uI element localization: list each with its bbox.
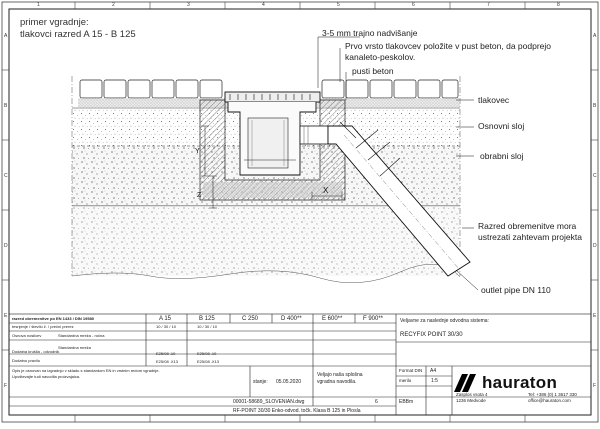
system-label: Veljavne za naslednje odvodna sistema: bbox=[400, 318, 489, 324]
lean-concrete bbox=[199, 99, 346, 201]
load-class-f900: F 900** bbox=[363, 316, 384, 322]
instruction-line-2: kanaleto-peskolov. bbox=[345, 52, 416, 62]
frame-col-5: 5 bbox=[337, 2, 340, 8]
frame-row-a-right: A bbox=[593, 33, 597, 39]
file-name: 00001-58689_SLOVENIAN.dwg bbox=[233, 399, 305, 405]
status-date: 05.05.2020 bbox=[276, 379, 302, 385]
advice-line-2: vgradna navodila. bbox=[317, 379, 357, 385]
row5-value-b125: E25/08 .X13 bbox=[197, 359, 220, 364]
class-line-1: Razred obremenitve mora bbox=[478, 221, 577, 231]
header-line-2: tlakovci razred A 15 - B 125 bbox=[20, 29, 136, 40]
row2-value-b125: 10 / 30 / 10 bbox=[197, 324, 218, 329]
load-class-c250: C 250 bbox=[242, 316, 259, 322]
frame-col-2: 2 bbox=[112, 2, 115, 8]
row5-value-a15: E25/08 .X13 bbox=[156, 359, 179, 364]
frame-ticks bbox=[2, 2, 598, 422]
format-value: A4 bbox=[430, 368, 437, 374]
frame-row-c-right: C bbox=[593, 173, 597, 179]
class-line-2: ustrezati zahtevam projekta bbox=[478, 232, 582, 242]
frame-row-e: E bbox=[4, 313, 8, 319]
frame-row-b-right: B bbox=[593, 103, 597, 109]
wear-layer-label: obrabni sloj bbox=[480, 151, 524, 161]
status-label: stanje: bbox=[253, 379, 268, 385]
frame-col-3: 3 bbox=[187, 2, 190, 8]
point-drain-body bbox=[224, 91, 329, 176]
hauraton-logo: hauraton bbox=[452, 372, 600, 394]
dim-y-label: Y bbox=[195, 148, 200, 155]
format-label: Format DIN bbox=[399, 368, 423, 373]
frame-row-e-right: E bbox=[593, 313, 597, 319]
gap-note: 3-5 mm trajno nadvišanje bbox=[322, 28, 418, 38]
address-line-1: Zasplos vsota 4 bbox=[456, 392, 488, 397]
header-line-1: primer vgradnje: bbox=[20, 17, 89, 28]
sheet-number: 6 bbox=[375, 399, 378, 405]
frame-col-6: 6 bbox=[412, 2, 415, 8]
frame-col-7: 7 bbox=[487, 2, 490, 8]
title-block bbox=[8, 313, 592, 416]
scale-value: 1:5 bbox=[431, 378, 438, 384]
row5-label: Dodatno pravilo bbox=[12, 358, 41, 363]
paving-label: tlakovec bbox=[478, 95, 510, 105]
address-line-2: 1236 Medvode bbox=[456, 398, 486, 403]
frame-row-c: C bbox=[4, 173, 8, 179]
frame-row-f: F bbox=[4, 383, 8, 389]
row4-value-b125: E25/08 .10 bbox=[197, 351, 217, 356]
dimension-lines bbox=[201, 125, 343, 209]
phone: Tel: +386 (0) 1 3617 330 bbox=[528, 392, 577, 397]
email: office@hauraton.com bbox=[528, 398, 571, 403]
lean-concrete-label: pusti beton bbox=[352, 66, 394, 76]
brand-name: hauraton bbox=[482, 373, 558, 392]
notes-line-1: Opis je osnovan na izgradnjo v skladu s … bbox=[12, 368, 160, 373]
advice-line-1: Veljajo naša splošna bbox=[317, 372, 363, 378]
row4-label: Dodatna krušila - odvodnik bbox=[12, 349, 60, 354]
instruction-line-1: Prvo vrsto tlakovcev položite v pust bet… bbox=[345, 41, 552, 51]
row3-label: Osnova nosilcev bbox=[12, 333, 42, 338]
scale-label: merilo bbox=[399, 378, 412, 383]
outlet-label: outlet pipe DN 110 bbox=[481, 285, 551, 295]
row3-value-a15: Standardna mreža - ročna bbox=[58, 333, 105, 338]
dim-z-label: Z bbox=[197, 192, 202, 199]
outlet-pipe bbox=[327, 121, 471, 277]
load-class-e600: E 600** bbox=[322, 316, 343, 322]
row4-value-a15: E25/08 .10 bbox=[156, 351, 176, 356]
frame-col-4: 4 bbox=[262, 2, 265, 8]
frame-col-1: 1 bbox=[37, 2, 40, 8]
paving-stones bbox=[79, 79, 459, 99]
row3-value-b125: Standardna mreža bbox=[58, 345, 91, 350]
frame-row-d: D bbox=[4, 243, 8, 249]
frame-row-f-right: F bbox=[593, 383, 597, 389]
notes-line-2: Upoštevajte tudi navodila proizvajalca. bbox=[12, 374, 81, 379]
frame-row-d-right: D bbox=[593, 243, 597, 249]
frame-col-8: 8 bbox=[557, 2, 560, 8]
dim-x-label: X bbox=[323, 186, 329, 195]
row2-value-a15: 10 / 30 / 10 bbox=[156, 324, 177, 329]
frame-row-b: B bbox=[4, 103, 8, 109]
load-class-a15: A 15 bbox=[159, 316, 172, 322]
system-name: RECYFIX POINT 30/30 bbox=[400, 332, 463, 338]
drawing-title: RF-POINT 30/30 Enko-odvod. točk. Klasa B… bbox=[233, 408, 361, 414]
leader-lines bbox=[317, 36, 479, 291]
row2-label: tesnjenje / število ž. / prečni prerez bbox=[12, 324, 74, 329]
hauraton-mark-icon bbox=[454, 374, 476, 392]
load-class-b125: B 125 bbox=[199, 316, 215, 322]
load-row-label: razred obremenitve po EN 1433 / DIN 1958… bbox=[12, 316, 95, 321]
base-layer-label: Osnovni sloj bbox=[478, 121, 525, 131]
frame-row-a: A bbox=[4, 33, 8, 39]
code-label: EBBm bbox=[399, 399, 414, 405]
load-class-d400: D 400** bbox=[281, 316, 302, 322]
